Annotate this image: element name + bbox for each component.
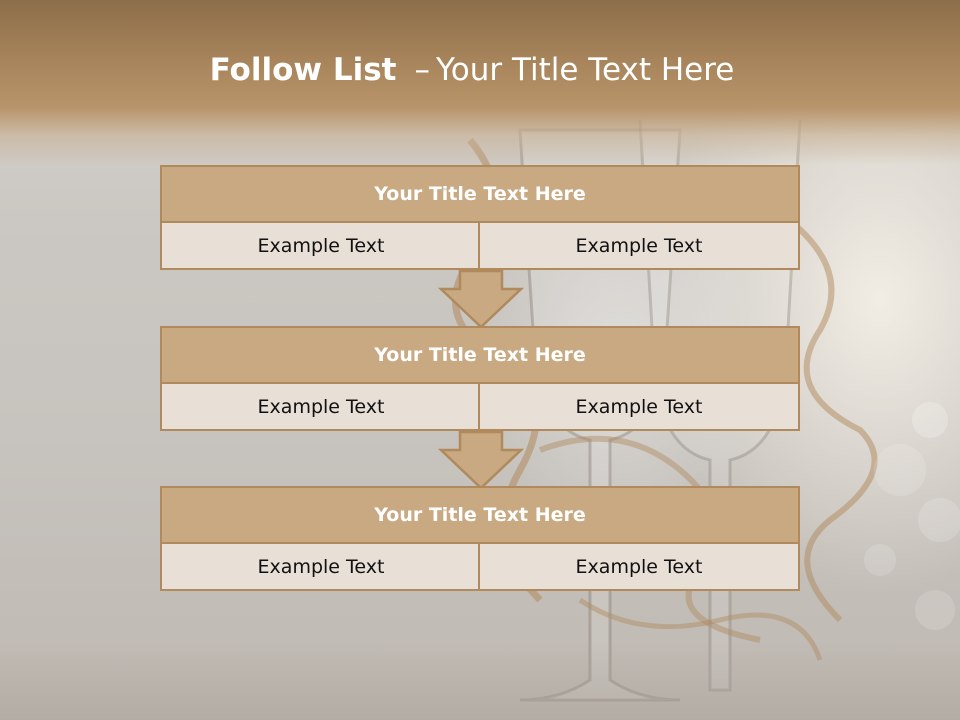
slide-title: Follow List–Your Title Text Here (0, 52, 944, 88)
down-arrow-1 (438, 269, 524, 329)
block-title: Your Title Text Here (160, 326, 800, 384)
slide-title-bold: Follow List (209, 52, 397, 88)
block-cell-right: Example Text (478, 382, 800, 431)
block-cell-left: Example Text (160, 542, 482, 591)
slide-title-dash: – (414, 52, 430, 88)
block-title: Your Title Text Here (160, 486, 800, 544)
floor-shadow (0, 640, 960, 720)
slide-title-rest: Your Title Text Here (435, 52, 735, 88)
block-title: Your Title Text Here (160, 165, 800, 223)
block-cell-left: Example Text (160, 382, 482, 431)
block-cell-right: Example Text (478, 221, 800, 270)
header-band (0, 0, 960, 165)
down-arrow-2 (438, 430, 524, 490)
block-cell-left: Example Text (160, 221, 482, 270)
block-cell-right: Example Text (478, 542, 800, 591)
